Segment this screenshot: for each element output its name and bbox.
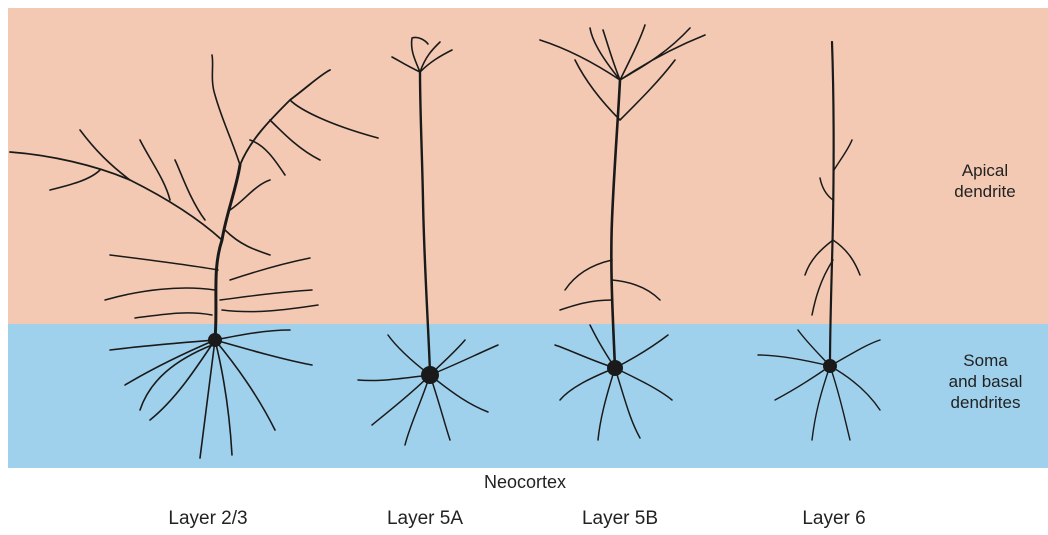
apical-label-line-1: Apical xyxy=(925,160,1045,181)
soma-basal-label: Soma and basal dendrites xyxy=(918,350,1048,413)
layer-label-5b: Layer 5B xyxy=(540,508,700,530)
layer-label-2-3: Layer 2/3 xyxy=(128,508,288,530)
neuron-layer-5b xyxy=(540,25,705,440)
neuron-layer-2-3 xyxy=(10,55,378,458)
soma-label-line-1: Soma xyxy=(918,350,1048,371)
layer-label-5a: Layer 5A xyxy=(345,508,505,530)
apical-dendrite-label: Apical dendrite xyxy=(925,160,1045,202)
soma-label-line-3: dendrites xyxy=(918,392,1048,413)
soma-label-line-2: and basal xyxy=(918,371,1048,392)
neuron-layer-5a xyxy=(358,37,498,445)
neuron-layer-6 xyxy=(758,42,880,440)
neocortex-label: Neocortex xyxy=(440,472,610,493)
layer-label-6: Layer 6 xyxy=(754,508,914,530)
apical-label-line-2: dendrite xyxy=(925,181,1045,202)
